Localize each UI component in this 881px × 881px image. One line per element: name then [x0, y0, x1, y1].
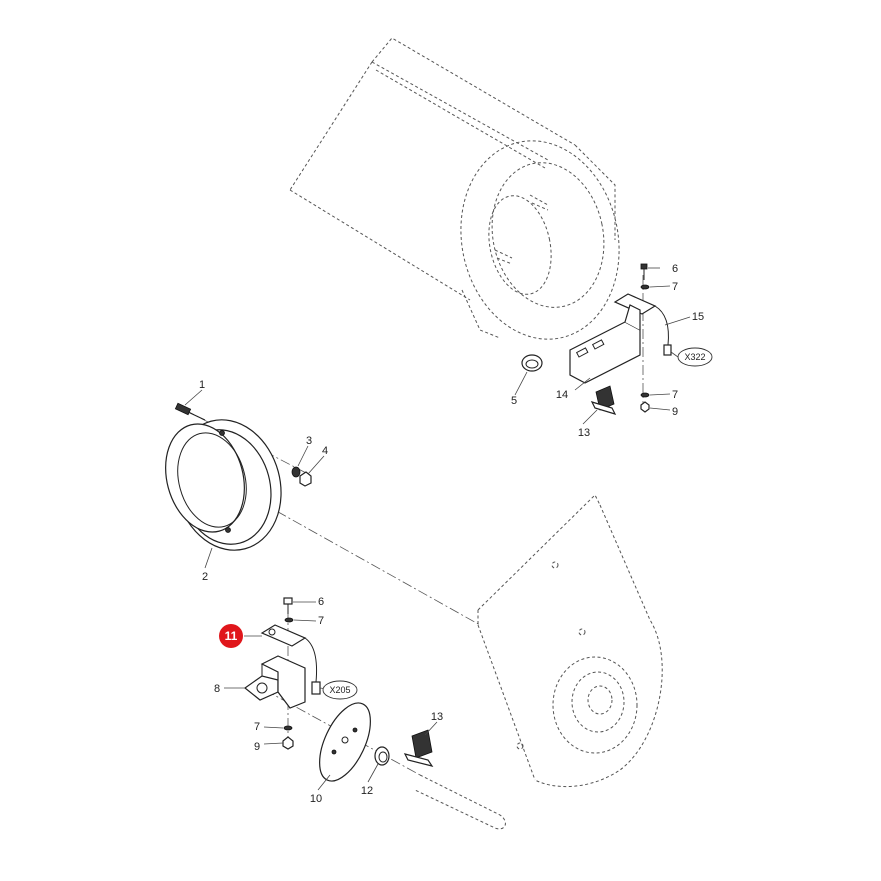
- bolt-part-1: [174, 402, 206, 421]
- ghost-drum-housing: [289, 37, 620, 340]
- flange-ring-part: [165, 419, 282, 551]
- callout-9-bottom: 9: [254, 741, 260, 753]
- callout-6-top: 6: [672, 263, 678, 275]
- washer-nut-parts-3-4: [291, 466, 312, 487]
- callout-7-top-b: 7: [672, 389, 678, 401]
- callout-4: 4: [322, 445, 328, 457]
- upper-bracket-assembly: [521, 263, 672, 415]
- callout-8: 8: [214, 683, 220, 695]
- callout-5: 5: [511, 395, 517, 407]
- connector-x205: X205: [322, 680, 358, 700]
- callout-12: 12: [361, 785, 373, 797]
- callout-1: 1: [199, 379, 205, 391]
- highlight-badge[interactable]: [219, 624, 243, 648]
- callout-3: 3: [306, 435, 312, 447]
- lower-bracket-assembly: [244, 597, 434, 782]
- callout-15: 15: [692, 311, 704, 323]
- callout-14: 14: [556, 389, 568, 401]
- callout-7-top-a: 7: [672, 281, 678, 293]
- callout-13-top: 13: [578, 427, 590, 439]
- highlighted-callout-11[interactable]: 11: [219, 624, 243, 648]
- connector-x205-label: X205: [329, 685, 350, 695]
- connector-x322-label: X322: [684, 352, 705, 362]
- callout-10: 10: [310, 793, 322, 805]
- callout-numbers: 1 2 3 4 5 6 7 15 14 13 7 9 6 7 8 7 9 10 …: [199, 263, 704, 805]
- callout-13-bottom: 13: [431, 711, 443, 723]
- leader-lines: [184, 267, 691, 791]
- highlight-label[interactable]: 11: [225, 629, 238, 643]
- callout-6-bottom: 6: [318, 596, 324, 608]
- ghost-lower-housing: [414, 494, 663, 830]
- callout-7-bottom-b: 7: [254, 721, 260, 733]
- connector-x322: X322: [677, 347, 713, 367]
- callout-9-top: 9: [672, 406, 678, 418]
- callout-7-bottom-a: 7: [318, 615, 324, 627]
- callout-2: 2: [202, 571, 208, 583]
